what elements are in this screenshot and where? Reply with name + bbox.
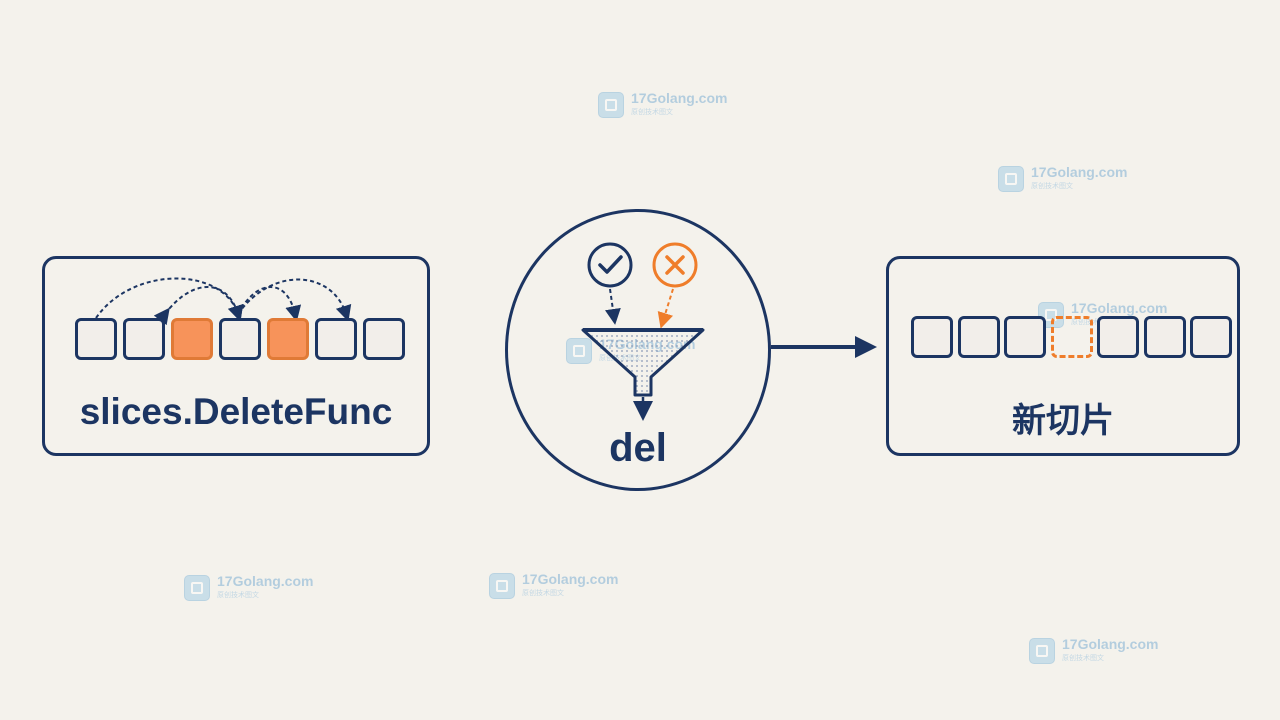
watermark-text: 17Golang.com <box>631 90 728 106</box>
predicate-label: del <box>609 426 667 470</box>
predicate-filter-circle: del <box>505 209 771 491</box>
watermark-logo-icon <box>1029 638 1055 664</box>
x-circle-icon <box>652 242 698 288</box>
deleted-slice-element <box>267 318 309 360</box>
watermark-text: 17Golang.com <box>1071 300 1168 316</box>
removed-slot <box>1050 316 1093 358</box>
watermark-subtext: 原创技术图文 <box>217 592 259 599</box>
funnel-icon <box>581 328 705 421</box>
watermark-subtext: 原创技术图文 <box>1062 655 1104 662</box>
watermark-text: 17Golang.com <box>217 573 314 589</box>
watermark: 17Golang.com 原创技术图文 <box>1029 636 1179 666</box>
function-name-label: slices.DeleteFunc <box>79 391 393 432</box>
slice-element <box>957 316 1000 358</box>
deleted-slice-element <box>171 318 213 360</box>
watermark-text: 17Golang.com <box>522 571 619 587</box>
watermark: 17Golang.com 原创技术图文 <box>598 90 748 120</box>
watermark: 17Golang.com 原创技术图文 <box>998 164 1148 194</box>
slice-element <box>75 318 117 360</box>
watermark: 17Golang.com 原创技术图文 <box>184 573 334 603</box>
filter-graphic <box>581 242 705 421</box>
result-arrow <box>771 336 877 358</box>
slice-element <box>911 316 953 358</box>
slice-element <box>219 318 261 360</box>
check-circle-icon <box>587 242 633 288</box>
slice-element <box>1190 316 1232 358</box>
result-slice-panel: 新切片 <box>886 256 1240 456</box>
watermark-logo-icon <box>598 92 624 118</box>
slice-element <box>123 318 165 360</box>
watermark-subtext: 原创技术图文 <box>1031 183 1073 190</box>
slice-element <box>315 318 357 360</box>
element-shift-arrows <box>95 277 352 326</box>
watermark-text: 17Golang.com <box>1062 636 1159 652</box>
input-slice-panel: slices.DeleteFunc <box>42 256 430 456</box>
watermark-subtext: 原创技术图文 <box>522 590 564 597</box>
watermark-text: 17Golang.com <box>1031 164 1128 180</box>
watermark-logo-icon <box>489 573 515 599</box>
watermark-logo-icon <box>998 166 1024 192</box>
watermark-subtext: 原创技术图文 <box>631 109 673 116</box>
new-slice-label: 新切片 <box>1012 402 1114 440</box>
slice-element <box>363 318 405 360</box>
watermark-logo-icon <box>184 575 210 601</box>
slice-element <box>1143 316 1186 358</box>
slice-element <box>1097 316 1139 358</box>
slice-element <box>1004 316 1046 358</box>
watermark: 17Golang.com 原创技术图文 <box>489 571 639 601</box>
